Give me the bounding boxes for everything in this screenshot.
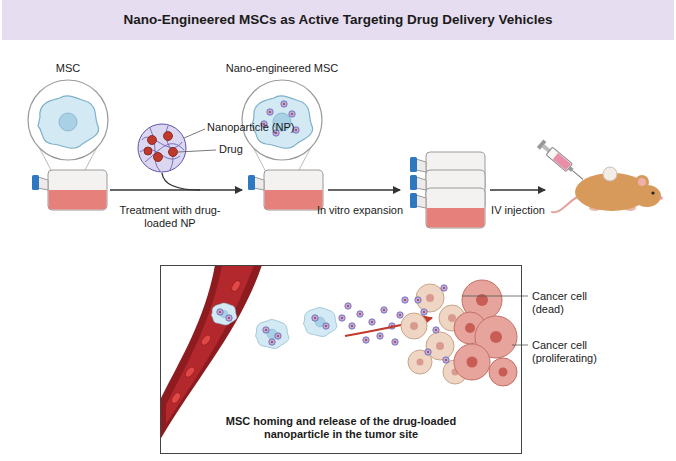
callout-label: Drug (219, 143, 259, 156)
cell-label: MSC (18, 62, 118, 75)
title-band: Nano-Engineered MSCs as Active Targeting… (2, 0, 674, 40)
msc-cell (38, 96, 99, 148)
tumor-homing-scene (161, 266, 517, 440)
panel-caption: MSC homing and release of the drug-loade… (210, 415, 472, 441)
step-label: IV injection (482, 204, 554, 217)
step-label: In vitro expansion (308, 204, 412, 217)
callout-label: Cancer cell (dead) (532, 290, 614, 316)
circle-outline (18, 78, 118, 162)
step-label: Treatment with drug-loaded NP (115, 204, 225, 230)
cell-circle: MSC (18, 60, 118, 162)
mouse (552, 167, 663, 212)
cell-label: Nano-engineered MSC (222, 62, 342, 75)
culture-flask (32, 170, 107, 210)
callout-label: Cancer cell (proliferating) (532, 339, 614, 365)
scene-panel: MSC homing and release of the drug-loade… (160, 265, 522, 454)
nanoparticle (138, 124, 186, 172)
syringe (537, 139, 586, 183)
callout-label: Nanoparticle (NP) (207, 121, 307, 134)
